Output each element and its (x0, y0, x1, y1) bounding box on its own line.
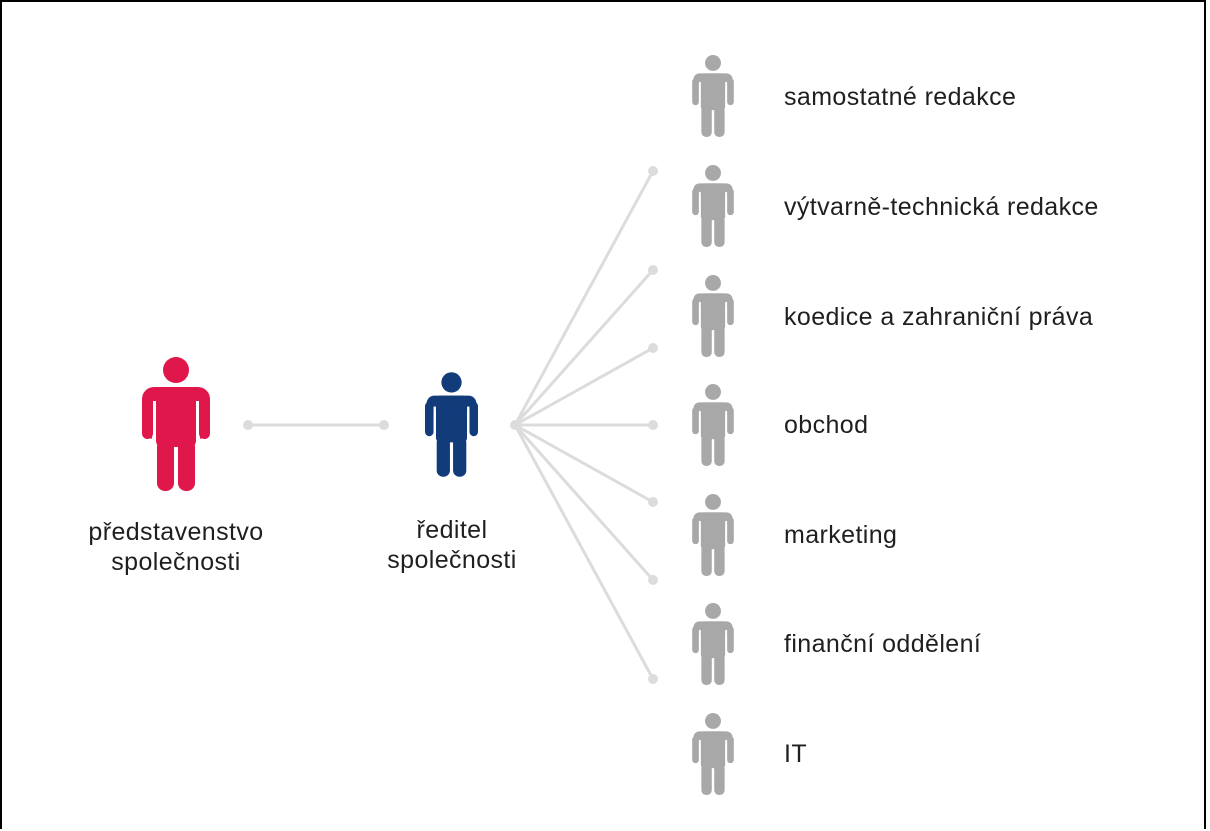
director-label-line1: ředitel (416, 516, 488, 544)
director-person-icon (425, 372, 478, 477)
department-label: výtvarně-technická redakce (784, 193, 1099, 221)
fan-dots (510, 166, 658, 684)
department-label: obchod (784, 411, 869, 439)
department-label: IT (784, 740, 808, 768)
board-label: představenstvo společnosti (62, 517, 290, 577)
department-label: samostatné redakce (784, 83, 1017, 111)
connector-dot (243, 420, 253, 430)
department-person-icon (692, 494, 734, 576)
connector-dot (379, 420, 389, 430)
department-person-icon (692, 384, 734, 466)
director-fan (513, 170, 655, 680)
department-person-icon (692, 275, 734, 357)
board-person-icon (142, 357, 210, 491)
department-person-icon (692, 603, 734, 685)
board-label-line2: společnosti (111, 548, 241, 576)
director-label: ředitel společnosti (342, 515, 562, 575)
board-label-line1: představenstvo (88, 518, 264, 546)
department-person-icon (692, 713, 734, 795)
department-label: finanční oddělení (784, 630, 982, 658)
department-label: marketing (784, 521, 898, 549)
department-person-icon (692, 165, 734, 247)
department-person-icon (692, 55, 734, 137)
director-label-line2: společnosti (387, 546, 517, 574)
department-label: koedice a zahraniční práva (784, 303, 1094, 331)
